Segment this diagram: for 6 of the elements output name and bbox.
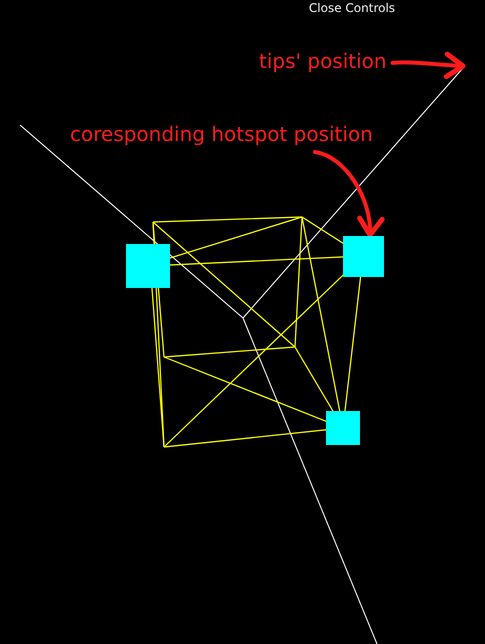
annotation-label: coresponding hotspot position	[70, 122, 373, 146]
annotation-arrow	[313, 150, 384, 238]
annotation-arrow	[390, 51, 466, 79]
close-controls-button: Close Controls	[308, 1, 396, 15]
annotation-label: tips' position	[259, 49, 387, 73]
hotspot-marker	[343, 236, 384, 277]
